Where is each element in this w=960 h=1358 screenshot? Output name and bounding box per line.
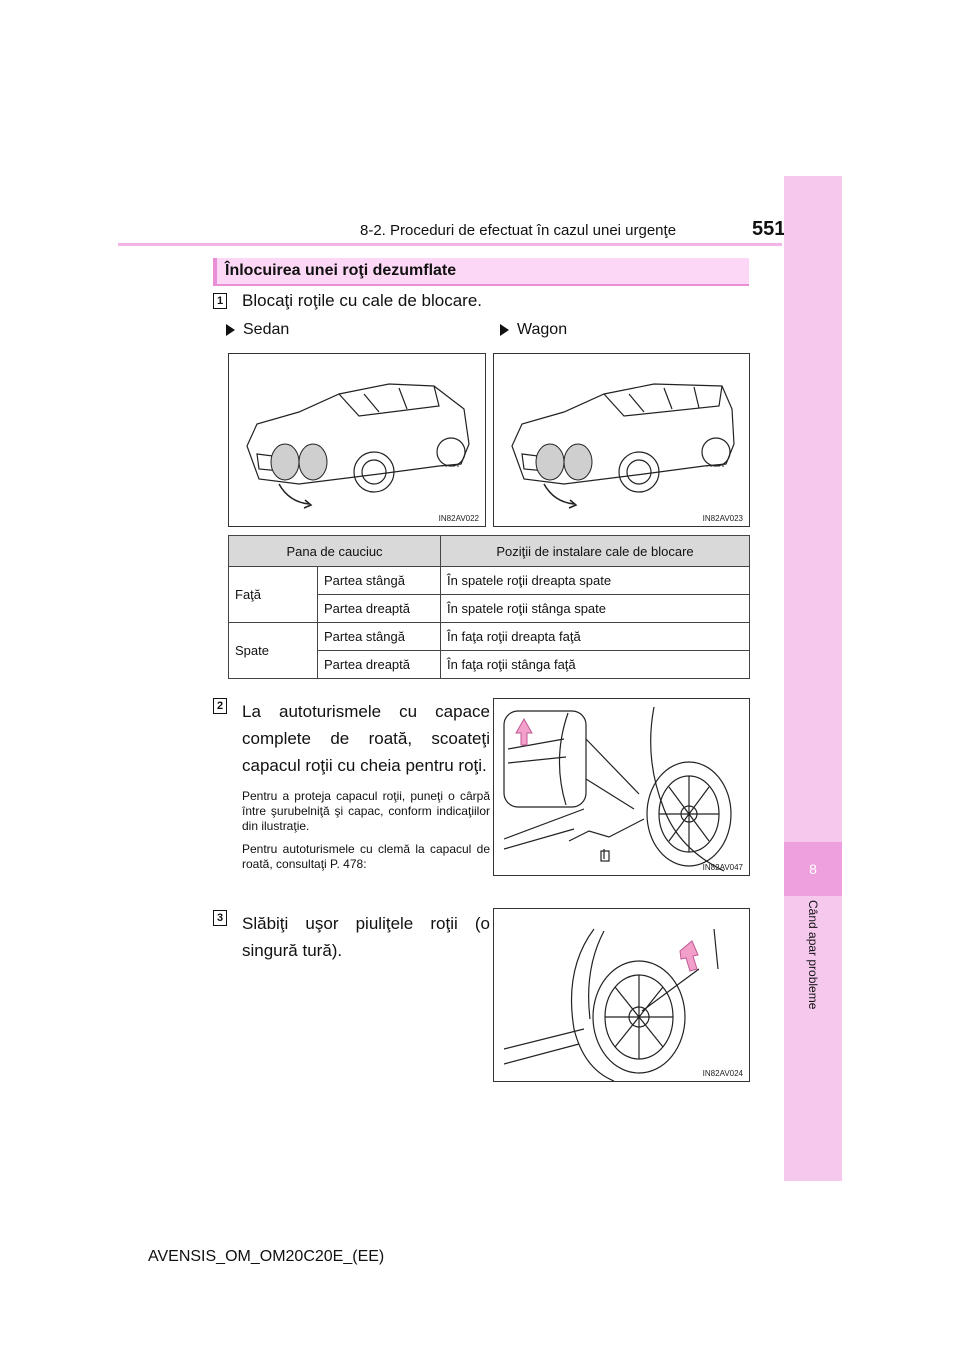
wheel-chock-table: Pana de cauciuc Poziţii de instalare cal…: [228, 535, 750, 679]
right-triangle-icon: [226, 323, 235, 336]
image-code: IN82AV023: [702, 514, 743, 523]
table-row: Partea dreaptă În spatele roţii stânga s…: [229, 594, 750, 623]
table-cell: Partea dreaptă: [317, 650, 441, 679]
chapter-title-vertical: Când apar probleme: [785, 900, 841, 1060]
step2-block: La autoturismele cu capace complete de r…: [242, 698, 490, 872]
table-cell: În faţa roţii dreapta faţă: [440, 622, 750, 651]
table-header-cell: Pana de cauciuc: [228, 535, 441, 567]
wheel-wrench-drawing: [503, 928, 719, 1081]
step1-text: Blocaţi roţile cu cale de blocare.: [242, 291, 483, 310]
hubcap-drawing: [503, 706, 732, 872]
header-divider: [118, 243, 782, 246]
table-row: Partea dreaptă În faţa roţii stânga faţă: [229, 650, 750, 679]
step2-note-clip: Pentru autoturismele cu clemă la capacul…: [242, 842, 490, 871]
sedan-illustration: IN82AV022: [228, 353, 486, 527]
header-section-title: 8-2. Proceduri de efectuat în cazul unei…: [360, 222, 677, 239]
variant-label: Wagon: [517, 321, 568, 338]
sedan-car-drawing: [246, 383, 470, 509]
section-heading: Înlocuirea unei roţi dezumflate: [213, 258, 749, 286]
variant-wagon-label: Wagon: [500, 321, 567, 339]
table-row: Spate Partea stângă În faţa roţii dreapt…: [228, 622, 750, 679]
table-group-cell: Spate: [228, 622, 318, 679]
table-group-cell: Faţă: [228, 566, 318, 623]
table-cell: Partea stângă: [317, 566, 441, 595]
wagon-car-drawing: [511, 383, 735, 509]
table-row: Faţă Partea stângă În spatele roţii drea…: [228, 566, 750, 623]
table-header-row: Pana de cauciuc Poziţii de instalare cal…: [228, 535, 750, 567]
step-number-3: 3: [213, 910, 227, 926]
step2-note-cloth: Pentru a proteja capacul roţii, puneţi o…: [242, 789, 490, 833]
chapter-number-tab: 8: [784, 842, 842, 896]
image-code: IN82AV047: [702, 863, 743, 872]
variant-sedan-label: Sedan: [226, 321, 289, 339]
image-code: IN82AV022: [438, 514, 479, 523]
variant-label: Sedan: [243, 321, 290, 338]
page-number: 551: [752, 218, 786, 240]
image-code: IN82AV024: [702, 1069, 743, 1078]
side-chapter-band: [784, 176, 842, 1181]
table-cell: Partea stângă: [317, 622, 441, 651]
step-number-2: 2: [213, 698, 227, 714]
table-cell: Partea dreaptă: [317, 594, 441, 623]
hubcap-removal-illustration: IN82AV047: [493, 698, 750, 876]
wagon-illustration: IN82AV023: [493, 353, 750, 527]
table-cell: În faţa roţii stânga faţă: [440, 650, 750, 679]
table-header-cell: Poziţii de instalare cale de blocare: [440, 535, 750, 567]
table-cell: În spatele roţii dreapta spate: [440, 566, 750, 595]
document-code: AVENSIS_OM_OM20C20E_(EE): [148, 1248, 385, 1265]
table-cell: În spatele roţii stânga spate: [440, 594, 750, 623]
step2-text: La autoturismele cu capace complete de r…: [242, 702, 490, 775]
chapter-title: Când apar probleme: [806, 900, 820, 1010]
right-triangle-icon: [500, 323, 509, 336]
step3-text: Slăbiţi uşor piuliţele roţii (o singură …: [242, 914, 490, 960]
loosen-nuts-illustration: IN82AV024: [493, 908, 750, 1082]
step-number-1: 1: [213, 293, 227, 309]
